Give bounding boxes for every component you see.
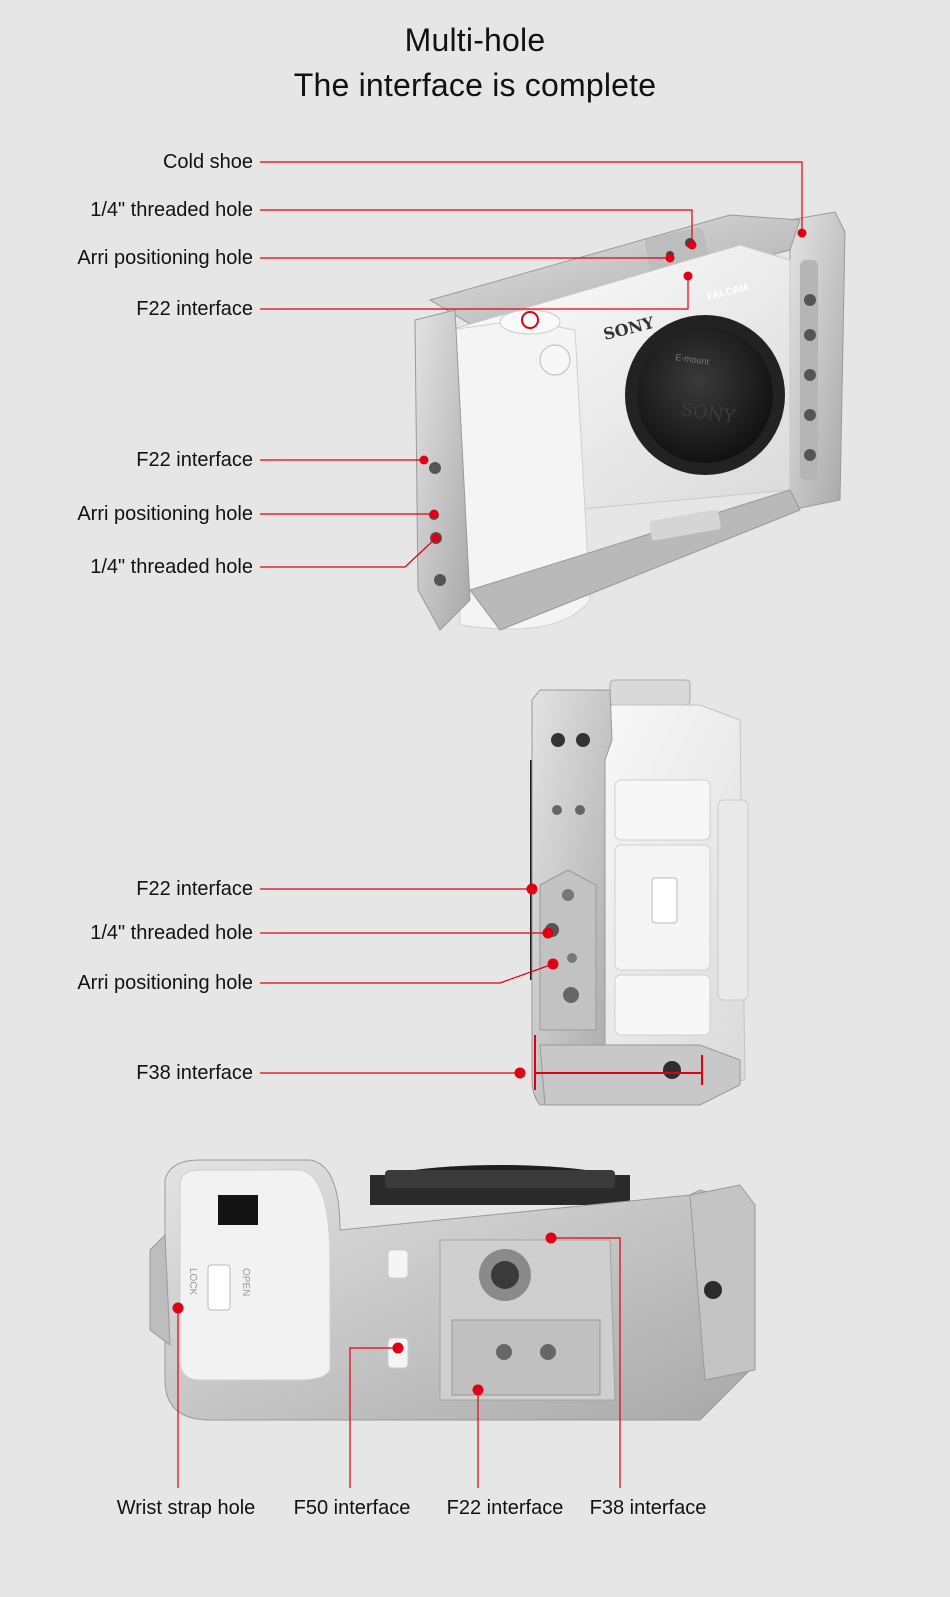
camera-side-view [530,679,749,1106]
callout-arri-hole-left: Arri positioning hole [77,972,253,994]
door-open-text: OPEN [240,1268,251,1296]
callout-arri-hole-top: Arri positioning hole [77,247,253,269]
door-lock-text: LOCK [187,1268,198,1296]
callout-f22-bottom: F22 interface [446,1497,564,1519]
callout-f22-top: F22 interface [136,298,253,320]
callout-threaded-hole-left: 1/4" threaded hole [90,922,253,944]
callout-f38-left: F38 interface [136,1062,253,1084]
callout-f38-bottom: F38 interface [589,1497,707,1519]
page-title-line1: Multi-hole [404,22,546,58]
callout-f22-side: F22 interface [136,449,253,471]
mount-text: E-mount [675,352,711,367]
callout-wrist-strap-hole: Wrist strap hole [116,1497,256,1519]
callout-threaded-hole-side: 1/4" threaded hole [90,556,253,578]
page-title-line2: The interface is complete [293,67,657,103]
callout-arri-hole-side: Arri positioning hole [77,503,253,525]
callout-threaded-hole-top: 1/4" threaded hole [90,199,253,221]
callout-cold-shoe: Cold shoe [162,151,253,173]
callout-f50-bottom: F50 interface [293,1497,411,1519]
camera-front-view: SONY FALCAM E-mount SONY [414,211,846,631]
camera-bottom-view: OPEN LOCK [149,1159,756,1421]
callout-f22-left: F22 interface [136,878,253,900]
